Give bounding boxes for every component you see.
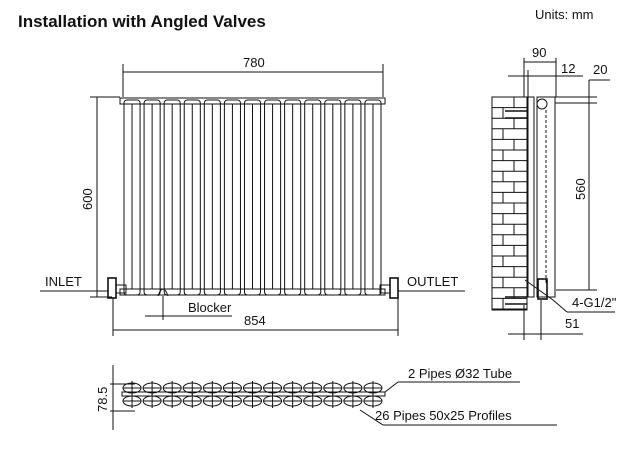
inlet-valve-icon xyxy=(107,277,117,299)
overall-width-dimension: 854 xyxy=(244,313,266,328)
gap-dimension: 12 xyxy=(561,61,575,76)
top-view: 78.5 2 Pipes Ø32 Tube 26 Pipes 50x25 Pro… xyxy=(95,365,557,430)
units-label: Units: mm xyxy=(535,7,594,22)
radiator-tubes xyxy=(123,99,382,296)
wall-bracket-top xyxy=(505,110,527,119)
outlet-valve-icon xyxy=(389,277,399,299)
offset-dimension: 20 xyxy=(593,62,607,77)
bottom-header-pipe xyxy=(119,288,386,296)
centers-dimension: 560 xyxy=(573,178,588,200)
bleed-valve-icon xyxy=(536,98,548,110)
diagram-title: Installation with Angled Valves xyxy=(18,12,266,31)
blocker-label: Blocker xyxy=(188,300,232,315)
outlet-label: OUTLET xyxy=(407,274,458,289)
top-header-pipe xyxy=(119,97,386,105)
top-depth-dimension: 78.5 xyxy=(95,387,110,412)
tube-label: 2 Pipes Ø32 Tube xyxy=(408,366,512,381)
valve-offset-dimension: 51 xyxy=(565,316,579,331)
profile-sections xyxy=(122,381,383,408)
side-view: 90 12 20 560 4-G1/2" 51 xyxy=(491,45,617,340)
inlet-label: INLET xyxy=(45,274,82,289)
connection-size-label: 4-G1/2" xyxy=(572,295,617,310)
width-dimension: 780 xyxy=(243,55,265,70)
wall-bricks xyxy=(491,96,528,311)
radiator-side-inner xyxy=(536,96,556,298)
wall-bracket-bottom xyxy=(505,296,527,305)
height-dimension: 600 xyxy=(80,188,95,210)
blocker-icon xyxy=(157,288,169,297)
radiator-side-outer xyxy=(527,96,535,298)
depth-dimension: 90 xyxy=(532,45,546,60)
profile-label: 26 Pipes 50x25 Profiles xyxy=(375,408,512,423)
front-view: 780 600 INLET OUTLET Blocker 854 xyxy=(40,55,465,336)
